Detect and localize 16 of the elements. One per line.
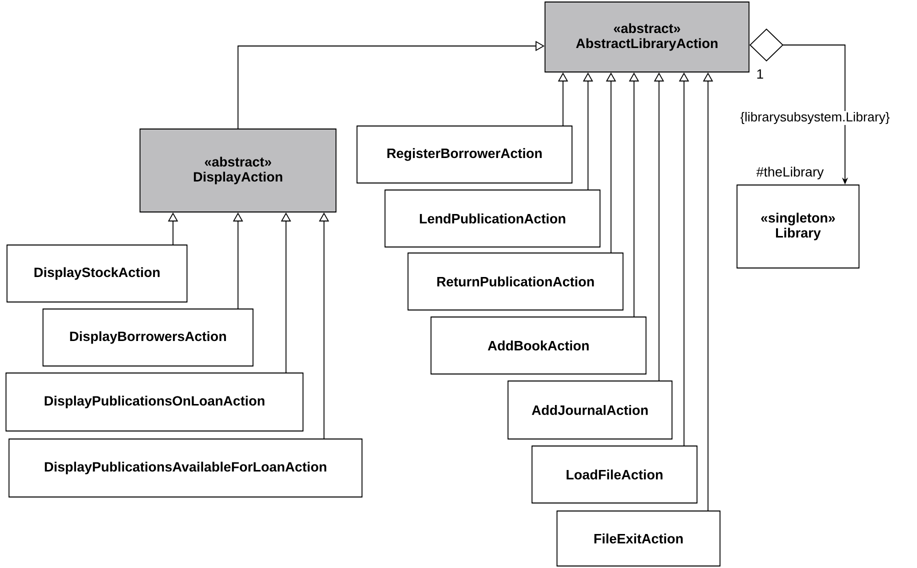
abstract-class-box: «abstract» DisplayAction <box>140 128 336 212</box>
class-box: «singleton» Library <box>736 184 860 268</box>
class-box: DisplayStockAction <box>6 244 188 302</box>
class-box: LoadFileAction <box>532 446 698 504</box>
class-box: AddBookAction <box>430 316 646 374</box>
class-box: AddJournalAction <box>508 380 672 440</box>
class-box: DisplayPublicationsOnLoanAction <box>6 372 304 432</box>
class-box: DisplayPublicationsAvailableForLoanAction <box>8 438 362 498</box>
class-box: DisplayBorrowersAction <box>42 308 254 366</box>
multiplicity-label: 1 <box>757 69 764 79</box>
abstract-class-box: «abstract» AbstractLibraryAction <box>544 2 750 72</box>
class-box: FileExitAction <box>556 510 720 566</box>
class-box: LendPublicationAction <box>384 190 600 248</box>
class-box: RegisterBorrowerAction <box>356 126 572 184</box>
class-box: ReturnPublicationAction <box>408 252 624 310</box>
edge-label: {librarysubsystem.Library} <box>739 110 891 126</box>
